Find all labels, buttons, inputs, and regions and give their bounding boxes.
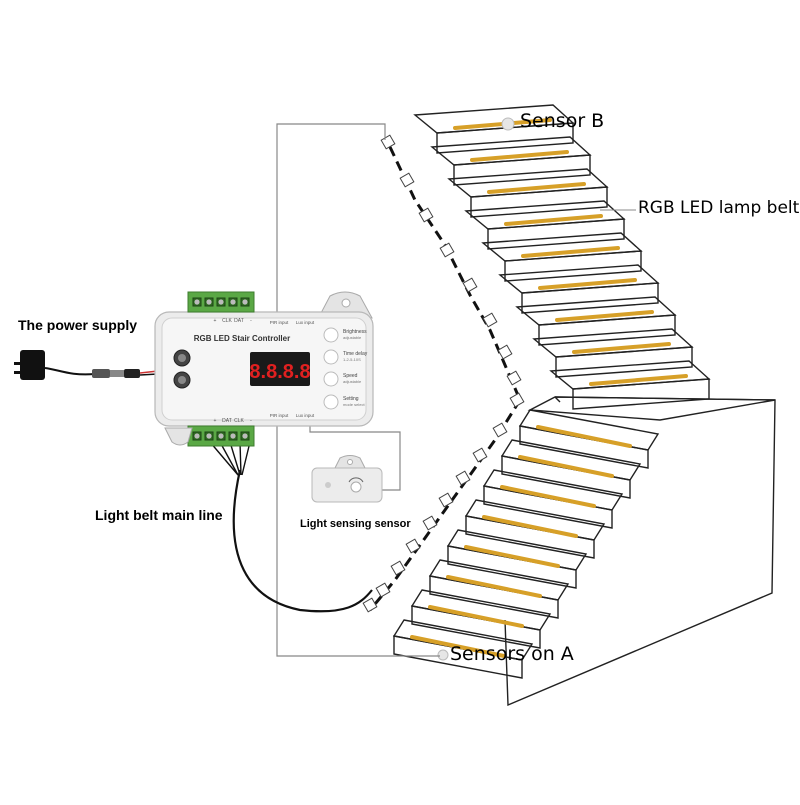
input-label-bottom: Lux input	[296, 413, 315, 418]
led-strip	[555, 310, 654, 322]
stair-controller	[154, 291, 374, 447]
controller-button-label: Setting	[343, 396, 359, 402]
terminal-screw-head	[230, 433, 236, 439]
sensor-b-dot	[501, 117, 515, 131]
input-label-top: PIR input	[270, 320, 289, 325]
input-label-bottom: PIR input	[270, 413, 289, 418]
label-sensors-a: Sensors on A	[450, 643, 574, 665]
led-strip	[487, 182, 586, 194]
lower-stair-flight	[392, 396, 776, 679]
upper-stringer-cable	[388, 146, 522, 401]
lux-wire	[309, 418, 401, 491]
terminal-screw-head	[194, 433, 200, 439]
power-adapter-icon	[14, 350, 159, 380]
terminal-screw-head	[194, 299, 200, 305]
led-strip	[428, 605, 524, 628]
port-label-top: -	[250, 318, 252, 324]
junction-node	[509, 392, 525, 408]
port-label-top: +	[214, 318, 217, 324]
port-label-top: CLK	[222, 318, 232, 324]
junction-node	[438, 492, 454, 508]
port-label-bottom: CLK	[234, 418, 244, 424]
led-strip	[536, 425, 632, 448]
label-main-line: Light belt main line	[95, 507, 223, 523]
bottom-terminal-screws	[192, 431, 250, 441]
label-sensor-b: Sensor B	[520, 110, 605, 132]
terminal-screw-head	[242, 299, 248, 305]
terminal-screw-head	[218, 299, 224, 305]
sensor-a-dot	[437, 649, 449, 661]
port-label-bottom: DAT	[222, 418, 232, 424]
led-strip	[482, 515, 578, 538]
led-strips	[410, 118, 688, 658]
port-label-top: DAT	[234, 318, 244, 324]
terminal-screw-head	[218, 433, 224, 439]
junction-node	[506, 370, 522, 386]
junction-nodes	[362, 134, 525, 613]
led-strip	[589, 374, 688, 386]
junction-node	[482, 312, 498, 328]
port-label-bottom: -	[250, 418, 252, 424]
junction-node	[362, 597, 378, 613]
controller-button-sublabel: adjustable	[343, 379, 362, 384]
terminal-screw-head	[206, 299, 212, 305]
controller-button-sublabel: 1-2-5-10S	[343, 357, 361, 362]
pir-wire-a	[276, 418, 440, 657]
controller-title: RGB LED Stair Controller	[194, 334, 290, 343]
junction-node	[380, 134, 396, 150]
terminal-screw-head	[242, 433, 248, 439]
junction-node	[462, 277, 478, 293]
led-strip	[470, 150, 569, 162]
light-sensing-sensor	[311, 455, 383, 503]
controller-button-sublabel: mode select	[343, 402, 365, 407]
junction-node	[455, 470, 471, 486]
controller-button-label: Speed	[343, 373, 358, 379]
led-strip	[500, 485, 596, 508]
main-line-fan-wires	[209, 441, 251, 476]
led-strip	[538, 278, 637, 290]
controller-display: 8.8.8.8	[249, 361, 310, 383]
stair-side-wall	[504, 396, 776, 707]
pir-wire-b	[276, 123, 386, 330]
junction-node	[418, 207, 434, 223]
label-light-sensor: Light sensing sensor	[300, 518, 411, 530]
terminal-screw-head	[206, 433, 212, 439]
junction-node	[399, 172, 415, 188]
led-strip	[521, 246, 620, 258]
junction-node	[390, 560, 406, 576]
junction-node	[422, 515, 438, 531]
led-strip	[410, 635, 506, 658]
junction-node	[497, 344, 513, 360]
junction-node	[472, 447, 488, 463]
junction-node	[492, 422, 508, 438]
junction-node	[375, 582, 391, 598]
led-strip	[504, 214, 603, 226]
controller-button-sublabel: adjustable	[343, 335, 362, 340]
lower-stringer-cable	[368, 399, 522, 611]
led-strip	[572, 342, 671, 354]
led-strip	[518, 455, 614, 478]
controller-button-label: Time delay	[343, 351, 368, 357]
label-power-supply: The power supply	[18, 317, 138, 333]
terminal-screw-head	[230, 299, 236, 305]
controller-button-label: Brightness	[343, 329, 367, 335]
junction-node	[439, 242, 455, 258]
label-lamp-belt: RGB LED lamp belt	[638, 198, 800, 218]
junction-node	[405, 538, 421, 554]
stair-side-edge	[554, 396, 561, 403]
main-line-cable	[232, 469, 373, 613]
input-label-top: Lux input	[296, 320, 315, 325]
top-terminal-screws	[192, 297, 250, 307]
port-label-bottom: +	[214, 418, 217, 424]
led-strip	[464, 545, 560, 568]
led-strip	[446, 575, 542, 598]
